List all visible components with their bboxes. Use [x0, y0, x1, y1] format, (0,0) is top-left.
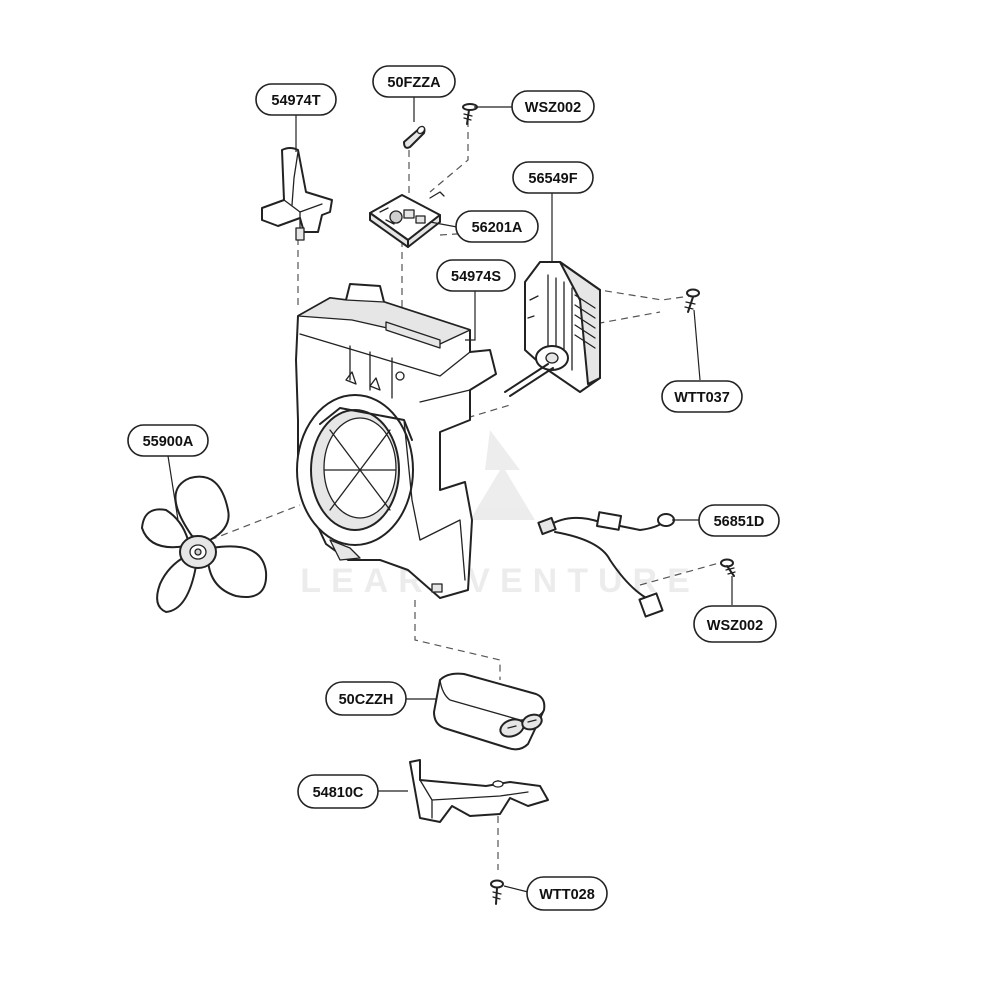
part-55900A-fan [141, 475, 268, 613]
part-WTT028-screw [490, 879, 504, 905]
callout-56201A: 56201A [455, 210, 539, 243]
part-WSZ002-screw-top [462, 103, 478, 125]
callout-56851D-text: 56851D [714, 514, 765, 530]
part-56851D-harness [537, 511, 675, 618]
part-WTT037-screw [684, 288, 700, 313]
part-56549F-motor [504, 261, 601, 397]
callout-54974S: 54974S [436, 259, 516, 292]
callout-WSZ002-top-text: WSZ002 [525, 100, 581, 116]
callout-WTT028: WTT028 [526, 876, 608, 911]
part-WSZ002-screw-lower [720, 558, 736, 577]
part-50CZZH-capacitor [433, 672, 546, 751]
callout-WTT037: WTT037 [661, 380, 743, 413]
callout-WTT037-text: WTT037 [674, 390, 730, 406]
callout-54974T-text: 54974T [271, 93, 320, 109]
callout-54974S-text: 54974S [451, 269, 501, 285]
callout-WSZ002-lower: WSZ002 [693, 605, 777, 643]
callout-54810C-text: 54810C [313, 785, 364, 801]
callout-56851D: 56851D [698, 504, 780, 537]
callout-56549F: 56549F [512, 161, 594, 194]
part-54974S-housing [295, 283, 497, 599]
leader-lines [167, 95, 733, 893]
callout-50CZZH: 50CZZH [325, 681, 407, 716]
callout-56549F-text: 56549F [528, 171, 577, 187]
callout-54974T: 54974T [255, 83, 337, 116]
part-54974T-bracket [261, 147, 333, 241]
callout-50CZZH-text: 50CZZH [339, 692, 394, 708]
callout-50FZZA-text: 50FZZA [387, 75, 441, 91]
callout-56201A-text: 56201A [472, 220, 523, 236]
callout-50FZZA: 50FZZA [372, 65, 456, 98]
part-56201A-board [369, 191, 445, 248]
callout-55900A: 55900A [127, 424, 209, 457]
part-50FZZA-pin [403, 125, 426, 149]
callout-55900A-text: 55900A [143, 434, 194, 450]
callout-WTT028-text: WTT028 [539, 887, 595, 903]
callout-WSZ002-lower-text: WSZ002 [707, 618, 763, 634]
part-54810C-bracket [409, 759, 549, 823]
callout-54810C: 54810C [297, 774, 379, 809]
callout-WSZ002-top: WSZ002 [511, 90, 595, 123]
